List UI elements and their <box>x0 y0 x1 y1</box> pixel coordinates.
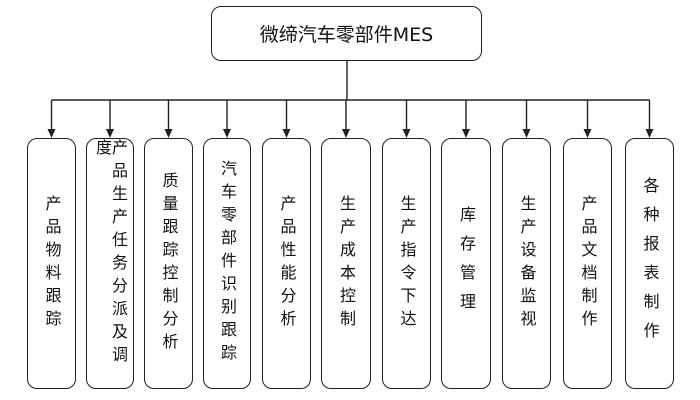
arrowhead-10 <box>645 129 654 138</box>
arrowhead-0 <box>47 129 56 138</box>
node-product-documentation: 产品文档制作 <box>563 138 612 389</box>
arrowhead-4 <box>282 129 291 138</box>
node-product-material-tracking: 产品物料跟踪 <box>27 138 76 389</box>
node-report-generation: 各种报表制作 <box>625 138 674 389</box>
node-equipment-monitoring: 生产设备监视 <box>502 138 551 389</box>
arrowhead-8 <box>522 129 531 138</box>
arrowhead-7 <box>462 129 470 138</box>
node-label: 生产成本控制 <box>337 194 356 333</box>
arrowhead-5 <box>342 129 350 138</box>
node-label: 产品文档制作 <box>578 194 598 333</box>
node-quality-tracking: 质量跟踪控制分析 <box>144 138 193 389</box>
node-product-performance-analysis: 产品性能分析 <box>262 138 311 389</box>
root-node-label: 微缔汽车零部件MES <box>259 24 434 46</box>
node-label: 生产设备监视 <box>517 194 537 333</box>
node-production-task-dispatch: 产品生产任务分派及调度 <box>86 138 134 389</box>
node-label: 产品性能分析 <box>277 194 297 333</box>
node-inventory-management: 库存管理 <box>441 138 491 389</box>
arrowhead-3 <box>223 129 231 138</box>
node-label: 质量跟踪控制分析 <box>159 171 179 356</box>
node-production-instruction: 生产指令下达 <box>382 138 431 389</box>
node-label: 生产指令下达 <box>397 194 417 333</box>
arrowhead-2 <box>164 129 173 138</box>
arrowhead-6 <box>402 129 411 138</box>
root-node: 微缔汽车零部件MES <box>211 6 482 61</box>
arrowhead-1 <box>106 129 114 138</box>
arrowhead-9 <box>583 129 592 138</box>
node-label: 库存管理 <box>457 205 476 322</box>
node-production-cost-control: 生产成本控制 <box>321 138 371 389</box>
node-label: 汽车零部件识别跟踪 <box>218 160 237 367</box>
node-label: 产品生产任务分派及调度 <box>93 139 128 369</box>
node-label: 产品物料跟踪 <box>42 194 62 333</box>
node-label: 各种报表制作 <box>640 176 660 351</box>
node-auto-parts-identification: 汽车零部件识别跟踪 <box>203 138 251 389</box>
